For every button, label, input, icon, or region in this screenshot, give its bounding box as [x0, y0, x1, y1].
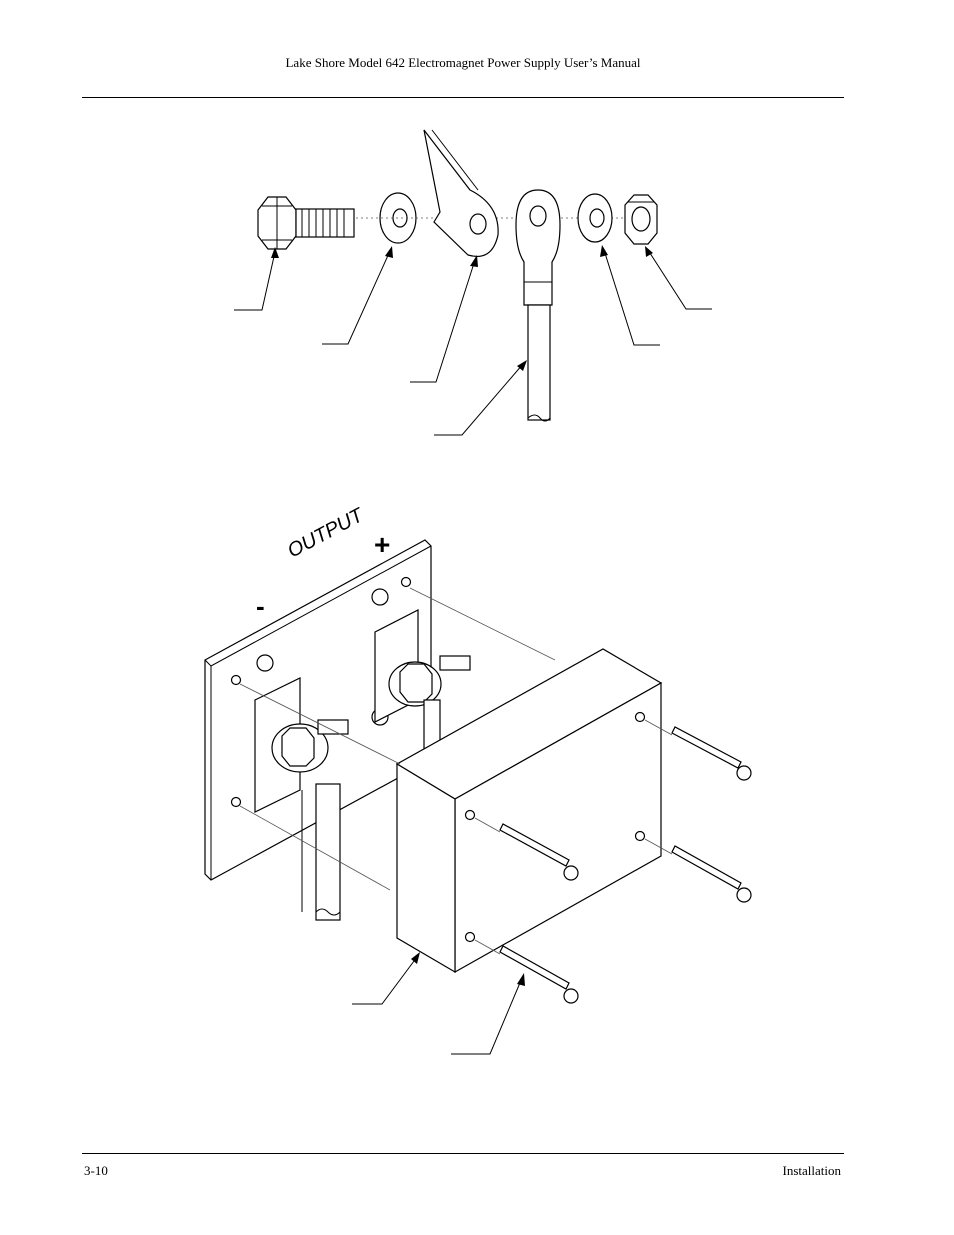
section-name: Installation — [782, 1163, 842, 1178]
output-terminals — [254, 609, 471, 921]
footer-rule — [82, 1153, 844, 1154]
header-rule — [82, 97, 844, 98]
hex-bolt — [257, 196, 355, 250]
panel-minus-sign: - — [256, 591, 265, 621]
flat-washer-right — [577, 193, 613, 243]
ring-lug-cable — [515, 189, 561, 422]
leader-lines-bottom — [352, 952, 525, 1055]
leader-lines-top — [234, 245, 712, 436]
cover-screws — [499, 726, 752, 1004]
page-number: 3-10 — [84, 1163, 108, 1178]
alignment-lines — [239, 587, 673, 955]
hex-nut — [624, 194, 658, 245]
panel-plus-sign: + — [374, 529, 390, 560]
bus-bar — [423, 129, 499, 257]
panel-output-label: OUTPUT — [284, 504, 368, 563]
terminal-cover — [395, 648, 663, 974]
running-header: Lake Shore Model 642 Electromagnet Power… — [285, 55, 641, 70]
